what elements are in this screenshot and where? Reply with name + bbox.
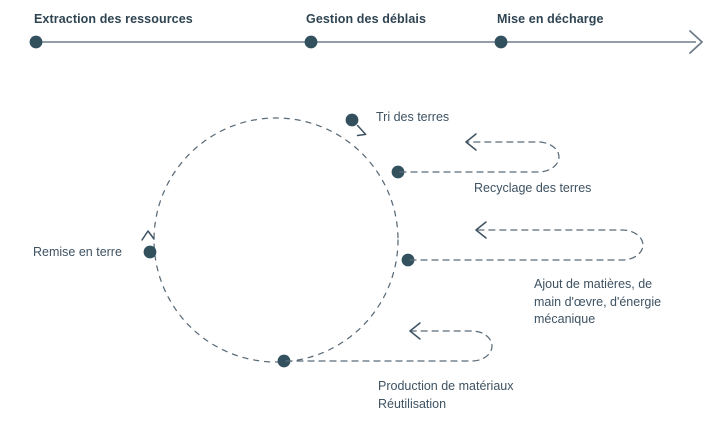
return-loop-recyclage-path [399,141,560,173]
timeline-label-extraction: Extraction des ressources [34,12,193,26]
cycle-arrowhead-after-tri-icon [356,124,367,137]
cycle-label-tri-des-terres: Tri des terres [376,110,450,124]
return-loop-recyclage-arrowhead-icon [465,133,477,151]
timeline-label-decharge: Mise en décharge [497,12,604,26]
return-loop-recyclage [399,133,560,173]
timeline-label-gestion: Gestion des déblais [306,12,426,26]
cycle-label-production-reutilisation: Production de matériaux Réutilisation [378,379,514,411]
cycle-dashed-circle [153,117,399,363]
timeline-node-gestion[interactable] [304,35,318,49]
return-loop-ajout-path [409,229,644,261]
timeline-group [29,30,703,54]
timeline-arrowhead-icon [689,30,703,54]
return-loop-ajout-arrowhead-icon [475,221,487,239]
cycle-label-remise-en-terre: Remise en terre [33,245,122,259]
cycle-label-recyclage-des-terres: Recyclage des terres [474,181,592,195]
return-loop-production [285,322,493,362]
cycle-node-remise-en-terre[interactable] [143,245,157,259]
return-loop-ajout [409,221,644,261]
timeline-node-decharge[interactable] [494,35,508,49]
return-loop-production-arrowhead-icon [409,322,421,340]
cycle-node-production-reutilisation[interactable] [277,354,291,368]
cycle-arrowhead-before-remise-icon [141,230,155,241]
timeline-node-extraction[interactable] [29,35,43,49]
cycle-group [141,113,415,368]
cycle-label-ajout-matieres: Ajout de matières, de main d'œvre, d'éne… [534,277,662,326]
cycle-node-tri-des-terres[interactable] [345,113,359,127]
cycle-node-recyclage-des-terres[interactable] [391,165,405,179]
cycle-node-ajout-matieres[interactable] [401,253,415,267]
return-loop-production-path [285,330,493,362]
